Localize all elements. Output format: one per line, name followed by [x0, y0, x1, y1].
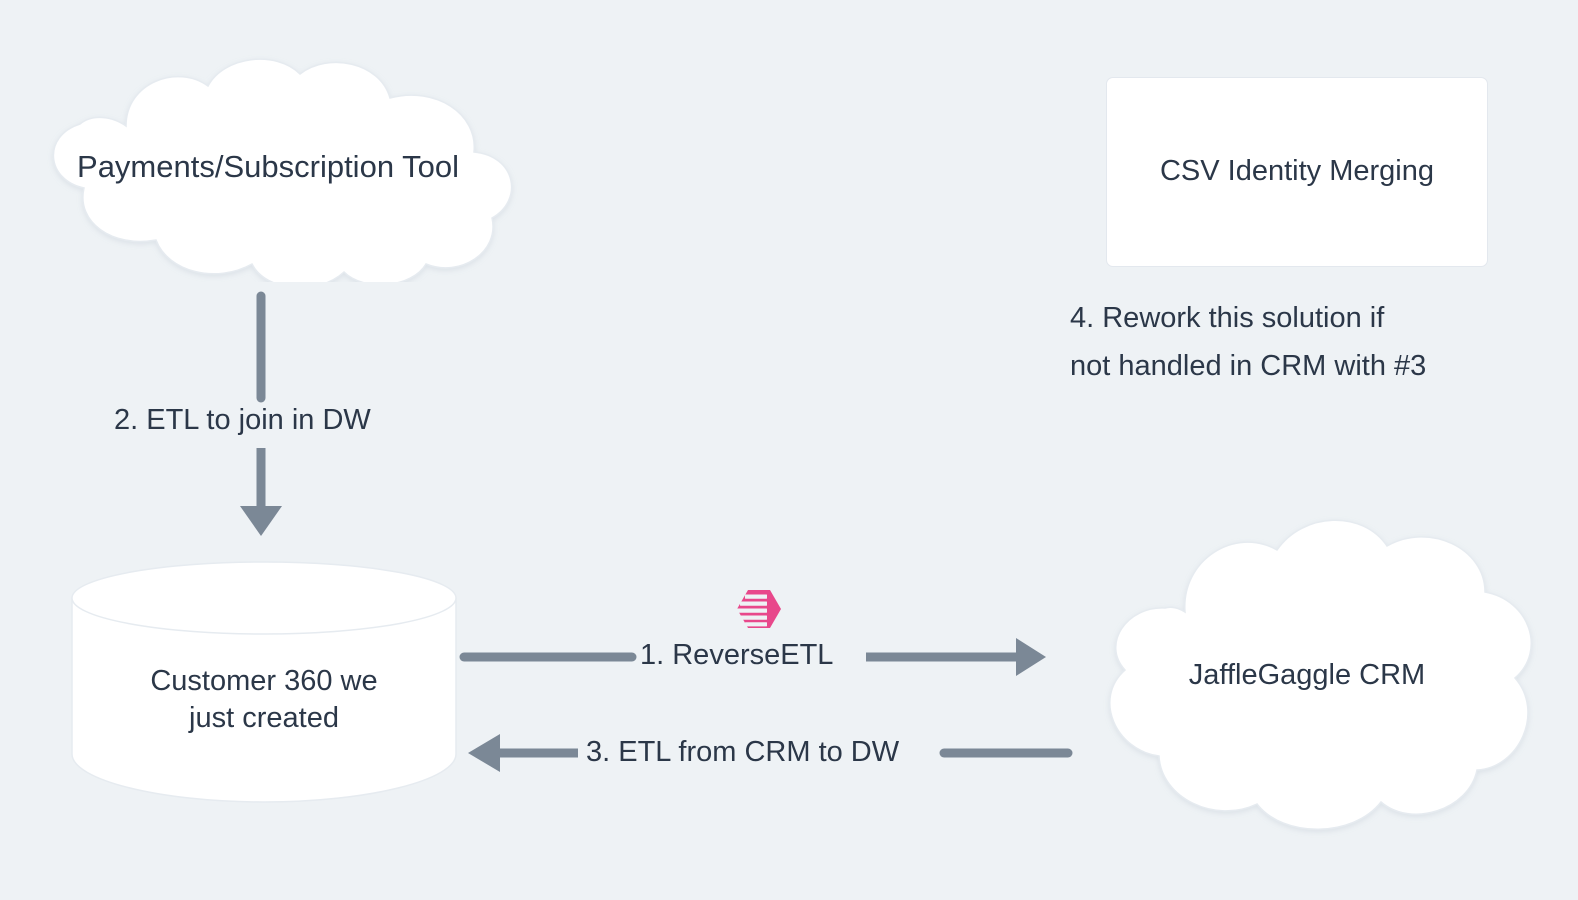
edge-label-etl-from-crm: 3. ETL from CRM to DW — [586, 736, 900, 768]
edge-label-reverse-etl: 1. ReverseETL — [640, 639, 834, 671]
node-customer-360-cylinder-shape[interactable] — [60, 558, 468, 808]
edge-reverse-etl — [459, 638, 1046, 676]
node-crm-cloud-shape[interactable] — [1057, 508, 1557, 843]
edge-label-etl-join-dw: 2. ETL to join in DW — [114, 404, 371, 436]
note-rework-text: 4. Rework this solution if not handled i… — [1070, 302, 1427, 383]
hightouch-logo-icon — [736, 590, 781, 628]
node-payments-cloud-shape[interactable] — [8, 52, 528, 282]
edge-etl-from-crm — [468, 734, 1073, 772]
edge-etl-join-dw — [240, 291, 282, 536]
node-csv-identity-box-shape[interactable] — [1106, 77, 1488, 267]
